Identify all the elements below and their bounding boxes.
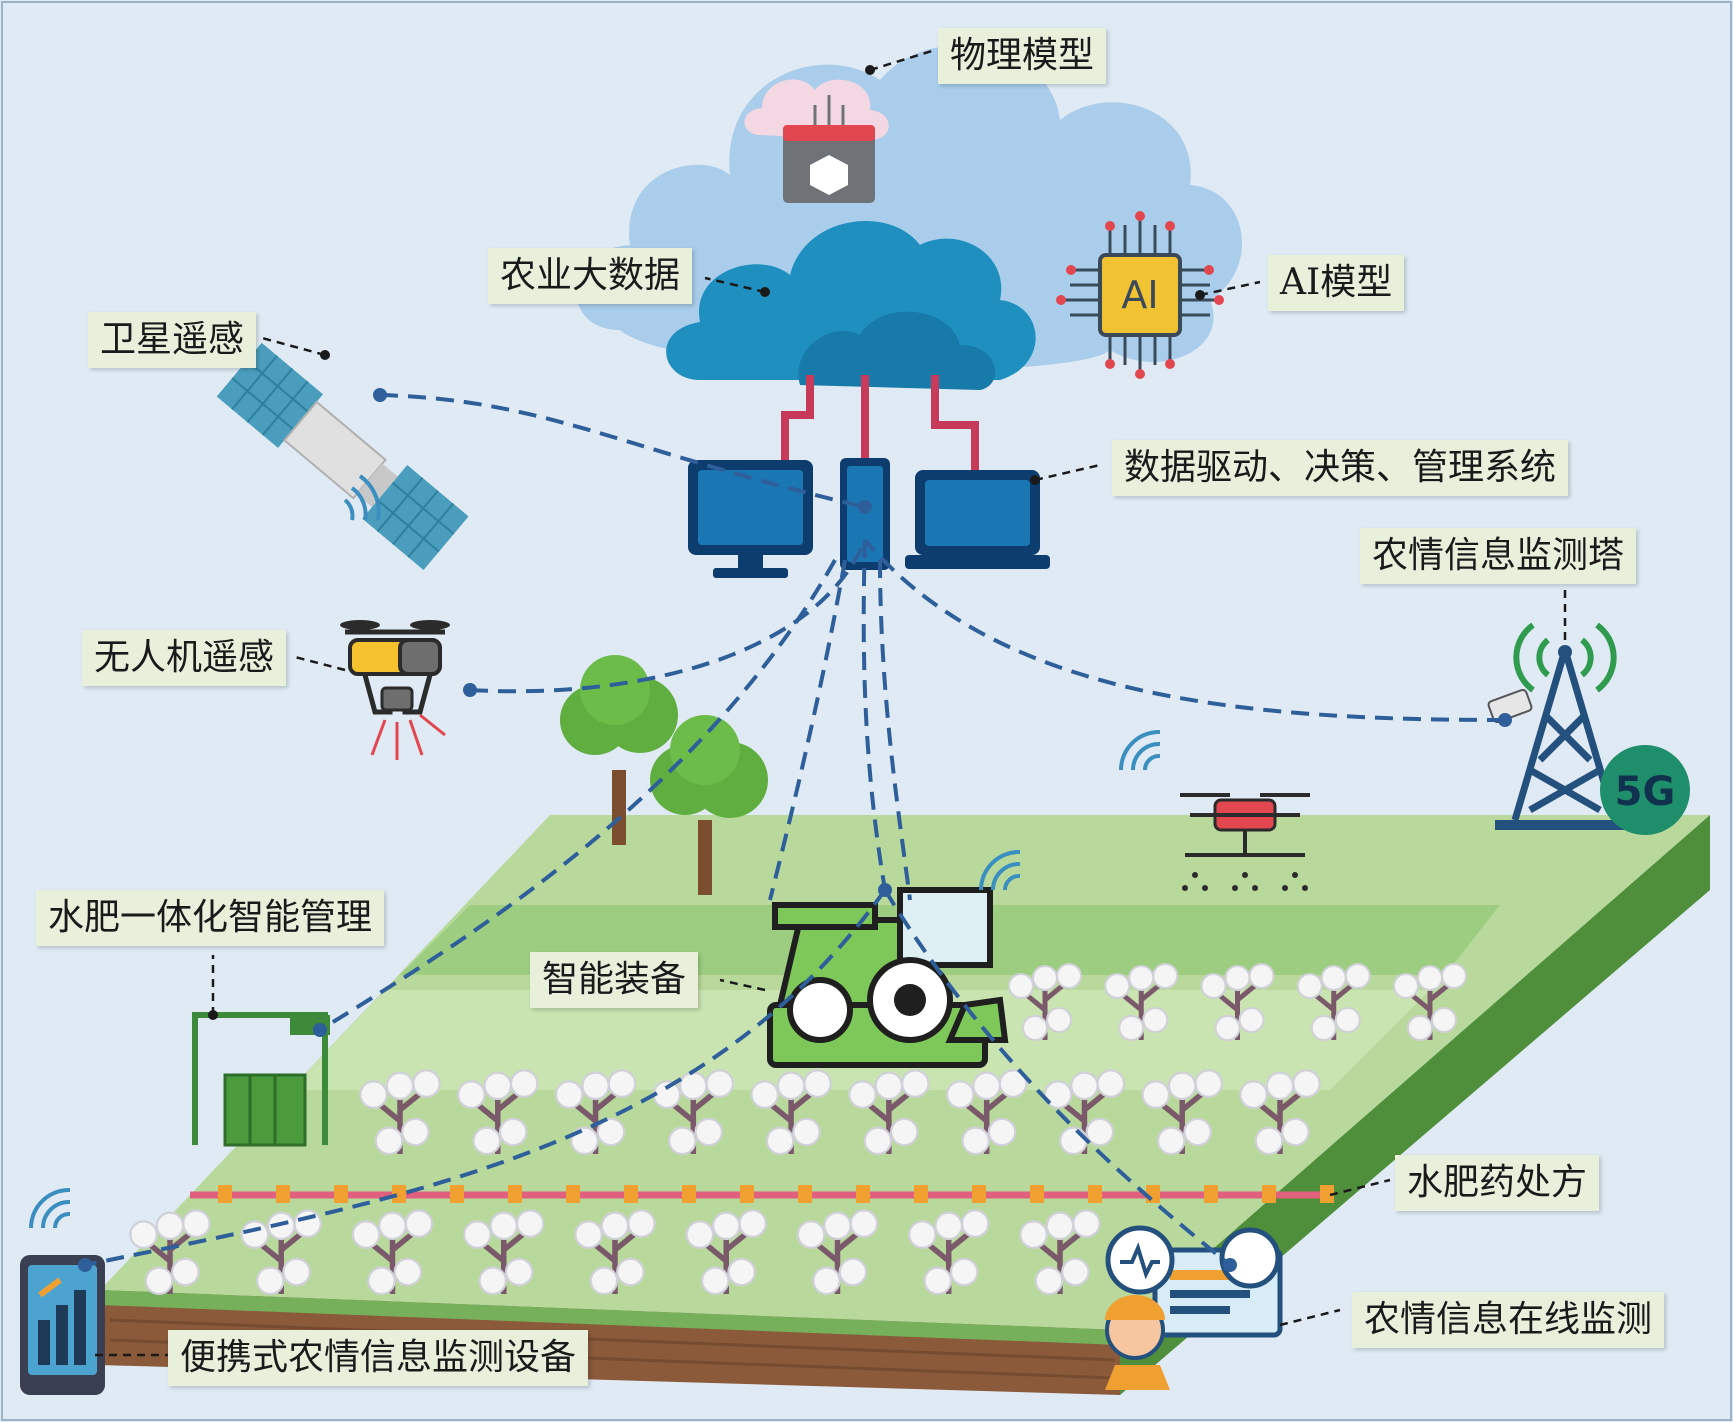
- portable-device-icon: [20, 1187, 105, 1395]
- decision-system-computers: [688, 375, 1050, 578]
- drip-emitter: [914, 1185, 928, 1203]
- cotton-plant: [750, 1069, 832, 1156]
- drip-emitter: [740, 1185, 754, 1203]
- physical-model-icon: [744, 79, 889, 203]
- drip-emitter: [334, 1185, 348, 1203]
- label-prescription: 水肥药处方: [1395, 1155, 1600, 1211]
- cotton-plant: [129, 1209, 211, 1296]
- cotton-plant: [1019, 1209, 1101, 1296]
- cotton-plant: [1239, 1069, 1321, 1156]
- label-ai-model: AI模型: [1268, 255, 1405, 311]
- drip-emitter: [624, 1185, 638, 1203]
- drip-emitter: [856, 1185, 870, 1203]
- link-nodes: [78, 388, 1512, 1272]
- drip-emitter: [450, 1185, 464, 1203]
- cotton-plant: [554, 1069, 637, 1156]
- drip-emitter: [1204, 1185, 1218, 1203]
- cotton-plant: [1104, 963, 1179, 1041]
- drip-emitter: [218, 1185, 232, 1203]
- smart-equipment-harvester-icon: [767, 849, 1021, 1068]
- uav-remote-sensing-icon: [340, 620, 450, 760]
- cotton-plant: [1296, 963, 1371, 1041]
- spray-drone-icon: [1119, 729, 1310, 891]
- drip-emitter: [1088, 1185, 1102, 1203]
- cotton-plant: [1141, 1069, 1223, 1156]
- label-online-monitor: 农情信息在线监测: [1352, 1292, 1665, 1348]
- cotton-plant: [1043, 1069, 1126, 1156]
- label-agri-big-data: 农业大数据: [488, 248, 693, 304]
- cotton-plant: [848, 1069, 930, 1156]
- drip-emitter: [682, 1185, 696, 1203]
- drip-emitter: [392, 1185, 406, 1203]
- label-monitor-tower: 农情信息监测塔: [1360, 528, 1637, 584]
- trees: [560, 655, 768, 895]
- cotton-plant: [1200, 963, 1275, 1041]
- label-portable-device: 便携式农情信息监测设备: [168, 1330, 589, 1386]
- label-decision-system: 数据驱动、决策、管理系统: [1112, 440, 1569, 496]
- ai-chip-icon: AI: [1056, 211, 1224, 379]
- drip-emitter: [508, 1185, 522, 1203]
- cotton-plant: [1393, 963, 1467, 1041]
- drip-emitter: [972, 1185, 986, 1203]
- cotton-plant: [457, 1069, 539, 1156]
- tower-badge-text: 5G: [1615, 769, 1676, 815]
- cotton-plant: [685, 1209, 767, 1296]
- monitor-tower-icon: 5G: [1487, 622, 1690, 835]
- drip-emitter: [566, 1185, 580, 1203]
- drip-emitter: [276, 1185, 290, 1203]
- cotton-plant: [359, 1069, 441, 1156]
- label-uav-rs: 无人机遥感: [82, 630, 287, 686]
- drip-emitters: [218, 1185, 1334, 1203]
- online-monitor-icon: [1105, 1225, 1283, 1390]
- cotton-plant: [1008, 963, 1082, 1041]
- ai-chip-text: AI: [1121, 273, 1158, 317]
- drip-emitter: [1030, 1185, 1044, 1203]
- network-links: [84, 393, 1506, 1267]
- satellite-icon: [216, 342, 469, 571]
- cotton-plant: [945, 1069, 1028, 1156]
- label-water-fert-mgmt: 水肥一体化智能管理: [36, 890, 385, 946]
- drip-emitter: [798, 1185, 812, 1203]
- label-arrow-heads: [208, 65, 1205, 1020]
- water-fertilizer-system-icon: [192, 1012, 330, 1147]
- label-physical-model: 物理模型: [938, 28, 1107, 84]
- cotton-plant: [908, 1209, 990, 1296]
- cotton-plant: [796, 1209, 879, 1296]
- label-satellite-rs: 卫星遥感: [88, 312, 257, 368]
- label-smart-equipment: 智能装备: [530, 952, 699, 1008]
- drip-emitter: [1262, 1185, 1276, 1203]
- cotton-plant: [351, 1209, 434, 1296]
- cotton-plant: [463, 1209, 545, 1296]
- label-arrows: [95, 48, 1567, 1357]
- cotton-plant: [574, 1209, 656, 1296]
- cloud-platform: [576, 45, 1243, 390]
- drip-emitter: [1320, 1185, 1334, 1203]
